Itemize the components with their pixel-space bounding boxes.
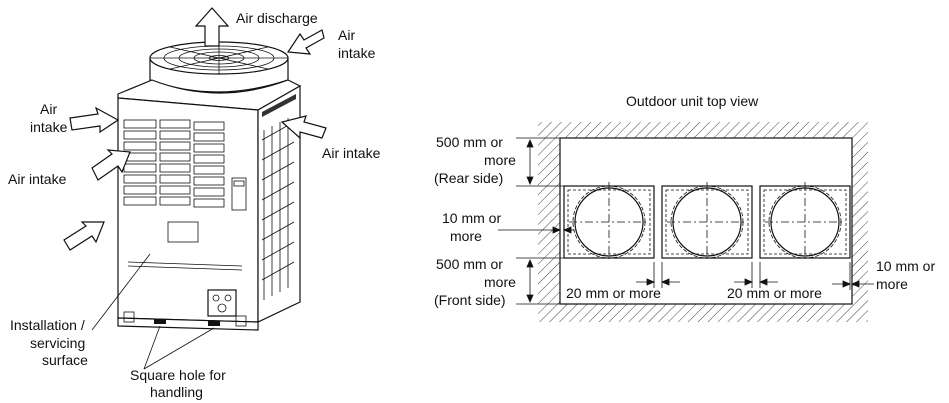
square-hole-right (208, 321, 220, 326)
airflow-arrows (63, 7, 327, 251)
top-view-diagram: Outdoor unit top view (434, 93, 935, 322)
square-hole-left (154, 319, 166, 324)
label-air-intake-left-2: intake (30, 119, 68, 135)
control-panel (231, 177, 247, 211)
label-install-3: surface (42, 352, 88, 368)
label-side-2: more (450, 228, 482, 244)
side-grille (261, 118, 295, 300)
label-rear-3: (Rear side) (434, 170, 503, 186)
label-rear-1: 500 mm or (436, 134, 503, 150)
unit-1 (563, 182, 655, 262)
label-square-2: handling (150, 384, 203, 400)
air-intake-arrow-lower (63, 221, 105, 251)
label-front-2: more (484, 274, 516, 290)
cabinet-top (117, 79, 302, 111)
unit-3 (759, 182, 851, 262)
cabinet-base (117, 317, 259, 331)
top-view-title: Outdoor unit top view (626, 93, 759, 109)
installation-space (559, 137, 853, 305)
label-gap-right: 20 mm or more (727, 285, 822, 301)
right-labels: 500 mm or more (Rear side) 10 mm or more… (434, 134, 935, 308)
label-front-1: 500 mm or (436, 256, 503, 272)
unit-2 (661, 182, 753, 262)
left-leader-lines (91, 253, 215, 370)
label-air-intake-mid: Air intake (8, 171, 67, 187)
air-intake-arrow-top-right (286, 29, 325, 55)
left-labels: Air discharge Air intake Air intake Air … (8, 10, 381, 400)
dimension-lines (498, 137, 874, 305)
air-discharge-arrow (194, 7, 230, 47)
label-rear-2: more (484, 152, 516, 168)
label-square-1: Square hole for (130, 367, 226, 383)
label-right-2: more (876, 276, 908, 292)
fan-grille (150, 42, 288, 74)
label-side-1: 10 mm or (442, 210, 501, 226)
label-front-3: (Front side) (434, 292, 506, 308)
service-panel (167, 221, 199, 243)
label-air-intake-top-right-1: Air (338, 27, 355, 43)
label-install-1: Installation / (10, 317, 85, 333)
air-intake-arrow-right (280, 115, 327, 140)
label-air-discharge: Air discharge (236, 10, 318, 26)
label-air-intake-right: Air intake (322, 145, 381, 161)
brand-label (262, 94, 296, 117)
label-air-intake-left-1: Air (40, 101, 57, 117)
outdoor-unit-illustration (117, 41, 302, 331)
air-intake-arrow-left (69, 106, 120, 134)
label-right-1: 10 mm or (876, 258, 935, 274)
label-air-intake-top-right-2: intake (338, 45, 376, 61)
label-gap-left: 20 mm or more (566, 285, 661, 301)
label-install-2: servicing (30, 335, 85, 351)
air-intake-arrow-mid (91, 149, 131, 181)
cabinet-side (257, 84, 301, 323)
